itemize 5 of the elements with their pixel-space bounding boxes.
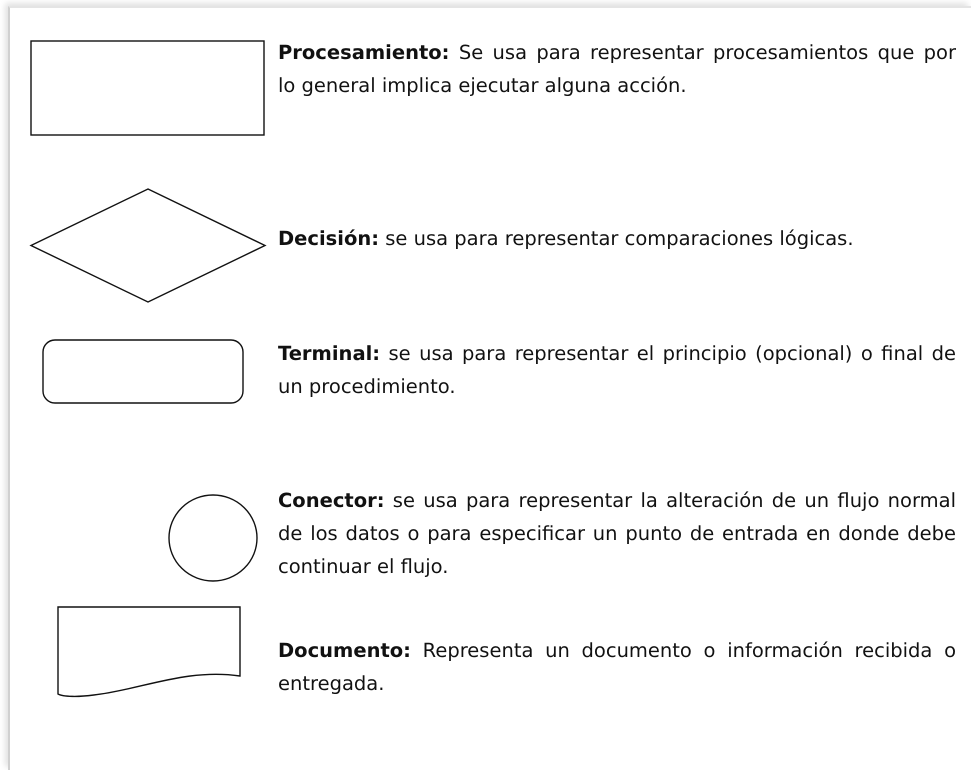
symbol-description: Procesamiento: Se usa para representar procesamientos que por lo general implica ejecutar alguna acción. <box>278 40 956 99</box>
symbol-description: Terminal: se usa para representar el principio (opcional) o final de un procedimiento. <box>278 341 956 400</box>
symbol-description: Documento: Representa un documento o información recibida o entregada. <box>278 638 956 697</box>
symbol-description: Decisión: se usa para representar comparaciones lógicas. <box>278 226 855 252</box>
symbol-description: Conector: se usa para representar la alteración de un flujo normal de los datos o para especificar un punto de entrada en donde debe continuar el flujo. <box>278 488 956 580</box>
